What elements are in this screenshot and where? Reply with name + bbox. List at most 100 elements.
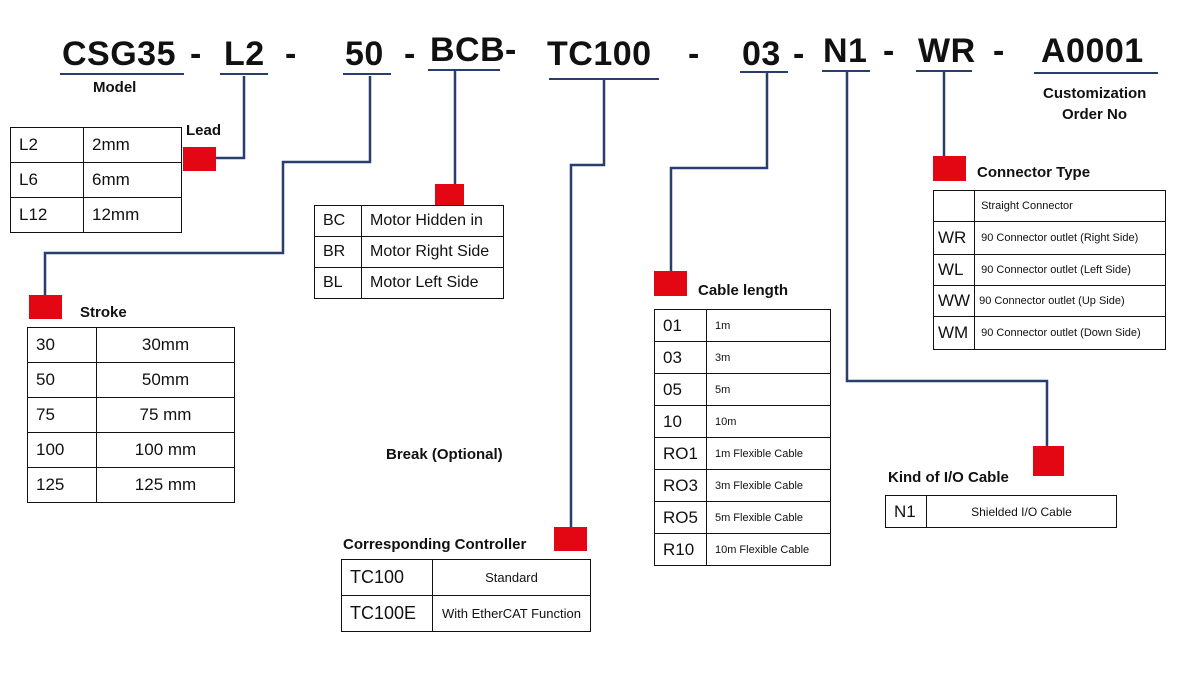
cable-code: R10	[654, 533, 707, 566]
cable-value: 3m	[705, 341, 832, 374]
table-row: Straight Connector	[932, 190, 1166, 222]
stroke-value: 75 mm	[96, 397, 235, 433]
controller-value: Standard	[432, 559, 591, 596]
cable-value: 5m	[705, 373, 832, 406]
lead-connector-line	[216, 76, 246, 160]
separator: -	[688, 35, 700, 73]
connector-value: 90 Connector outlet (Up Side)	[974, 285, 1166, 317]
lead-code: L6	[10, 162, 84, 198]
connector-underline	[916, 70, 972, 72]
motor-value: Motor Right Side	[361, 236, 504, 268]
motor-code: BR	[314, 236, 362, 268]
lead-underline	[220, 73, 268, 75]
controller-code: TC100	[341, 559, 433, 596]
io-value: Shielded I/O Cable	[926, 495, 1117, 528]
code-custom: A0001	[1041, 32, 1144, 70]
stroke-value: 100 mm	[96, 432, 235, 468]
cable-connector-line	[669, 72, 769, 272]
connector-value: 90 Connector outlet (Right Side)	[974, 221, 1166, 255]
controller-marker	[554, 527, 587, 551]
separator: -	[505, 31, 517, 69]
motor-value: Motor Hidden in	[361, 205, 504, 237]
cable-code: RO5	[654, 501, 707, 534]
code-cable-length: 03	[742, 35, 781, 73]
cable-value: 3m Flexible Cable	[705, 469, 832, 502]
separator: -	[285, 35, 297, 73]
connector-type-marker	[933, 156, 966, 181]
lead-value: 2mm	[83, 127, 182, 163]
motor-code: BL	[314, 267, 362, 299]
model-label: Model	[93, 79, 137, 96]
cable-code: 05	[654, 373, 707, 406]
code-io-cable: N1	[823, 32, 868, 70]
stroke-code: 30	[27, 327, 97, 363]
custom-label-line2: Order No	[1062, 106, 1128, 123]
stroke-code: 125	[27, 467, 97, 503]
cable-code: 10	[654, 405, 707, 438]
code-brake: BCB	[430, 31, 506, 69]
connector-value: 90 Connector outlet (Left Side)	[974, 254, 1166, 286]
motor-value: Motor Left Side	[361, 267, 504, 299]
io-code: N1	[885, 495, 927, 528]
custom-label-line1: Customization	[1043, 85, 1147, 102]
connector-value: 90 Connector outlet (Down Side)	[974, 316, 1166, 350]
cable-code: 01	[654, 309, 707, 342]
controller-underline	[549, 78, 659, 80]
cable-code: RO1	[654, 437, 707, 470]
io-cable-underline	[822, 70, 870, 72]
separator: -	[190, 35, 202, 73]
stroke-code: 100	[27, 432, 97, 468]
stroke-value: 50mm	[96, 362, 235, 398]
stroke-marker	[29, 295, 62, 319]
cable-code: 03	[654, 341, 707, 374]
cable-value: 1m	[705, 309, 832, 342]
connector-code: WW	[932, 285, 976, 317]
stroke-underline	[343, 73, 391, 75]
lead-marker	[183, 147, 216, 171]
break-label: Break (Optional)	[386, 446, 503, 463]
brake-underline	[428, 69, 500, 71]
separator: -	[883, 32, 895, 70]
cable-value: 10m Flexible Cable	[705, 533, 832, 566]
code-connector: WR	[918, 32, 976, 70]
code-model: CSG35	[62, 35, 176, 73]
lead-code: L12	[10, 197, 84, 233]
code-controller: TC100	[547, 35, 652, 73]
code-lead: L2	[224, 35, 265, 73]
cable-length-marker	[654, 271, 687, 296]
cable-code: RO3	[654, 469, 707, 502]
custom-underline	[1034, 72, 1158, 74]
io-cable-label: Kind of I/O Cable	[888, 469, 1009, 486]
code-stroke: 50	[345, 35, 384, 73]
stroke-value: 30mm	[96, 327, 235, 363]
stroke-value: 125 mm	[96, 467, 235, 503]
model-underline	[60, 73, 184, 75]
controller-connector-line	[569, 80, 606, 528]
cable-length-label: Cable length	[698, 282, 789, 299]
connector-code: WR	[932, 221, 976, 255]
